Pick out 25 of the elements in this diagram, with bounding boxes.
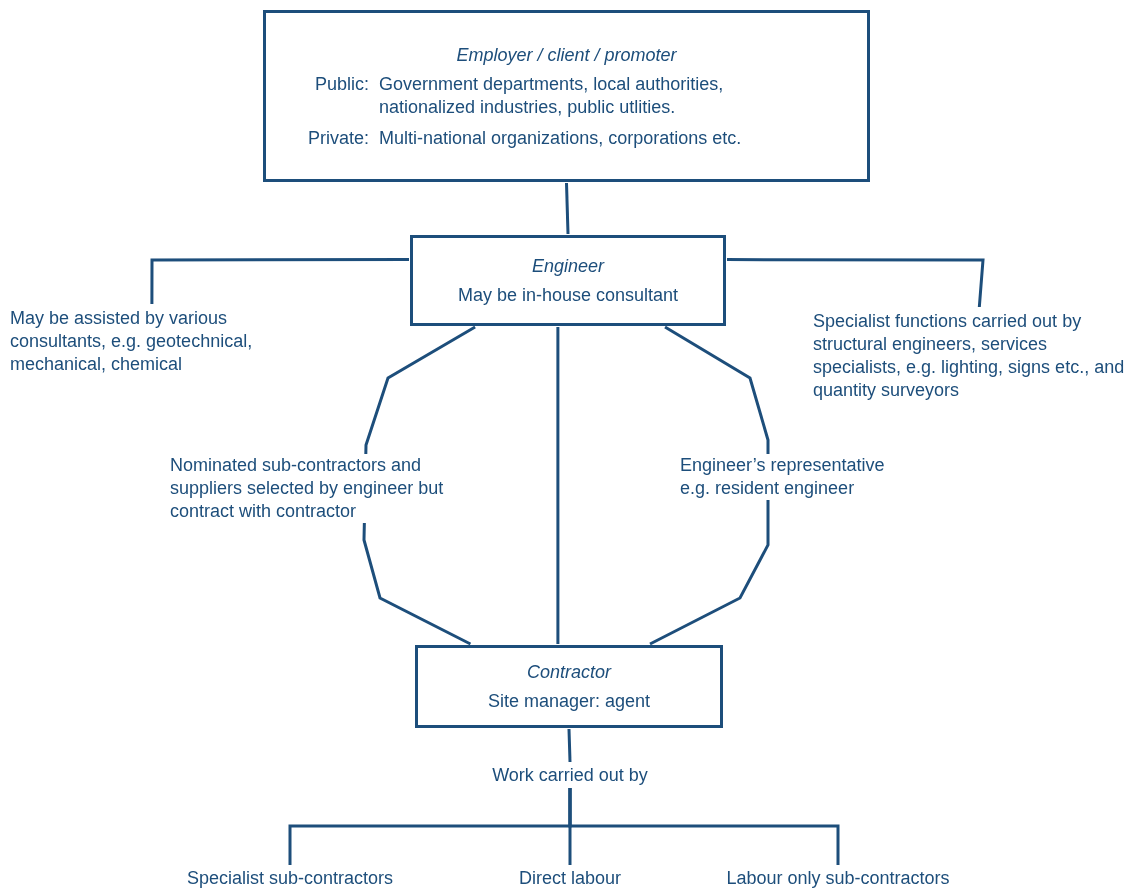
connector-line	[556, 327, 560, 644]
text-label: Labour only sub-contractors	[726, 866, 950, 890]
text-label: Direct labour	[518, 866, 621, 890]
connector-line	[565, 182, 570, 235]
node-heading: Engineer	[531, 255, 605, 278]
node-heading: Contractor	[526, 661, 611, 684]
text-label: Specialist sub-contractors	[186, 866, 394, 890]
connector-line	[568, 788, 840, 865]
connector-line	[567, 728, 572, 763]
role-box	[415, 645, 723, 728]
connector-line	[649, 325, 770, 646]
connector-line	[150, 258, 409, 304]
sector-description: Multi-national organizations, corporations etc.	[379, 126, 743, 150]
connector-line	[727, 258, 985, 308]
node-heading: Employer / client / promoter	[456, 43, 677, 67]
text-label: Specialist functions carried out by structural engineers, services specialists, e.g. lighting, signs etc., and quantity surveyors	[813, 310, 1126, 402]
sector-description: Government departments, local authorities, nationalized industries, public utlities.	[379, 72, 725, 119]
role-box	[263, 10, 870, 182]
sector-label: Public:	[314, 72, 370, 96]
role-box	[410, 235, 726, 326]
text-label: Work carried out by	[492, 763, 648, 787]
sector-label: Private:	[308, 126, 370, 150]
text-label: May be assisted by various consultants, e.g. geotechnical, mechanical, chemical	[10, 306, 254, 376]
node-description: May be in-house consultant	[457, 284, 679, 307]
node-description: Site manager: agent	[487, 690, 651, 713]
